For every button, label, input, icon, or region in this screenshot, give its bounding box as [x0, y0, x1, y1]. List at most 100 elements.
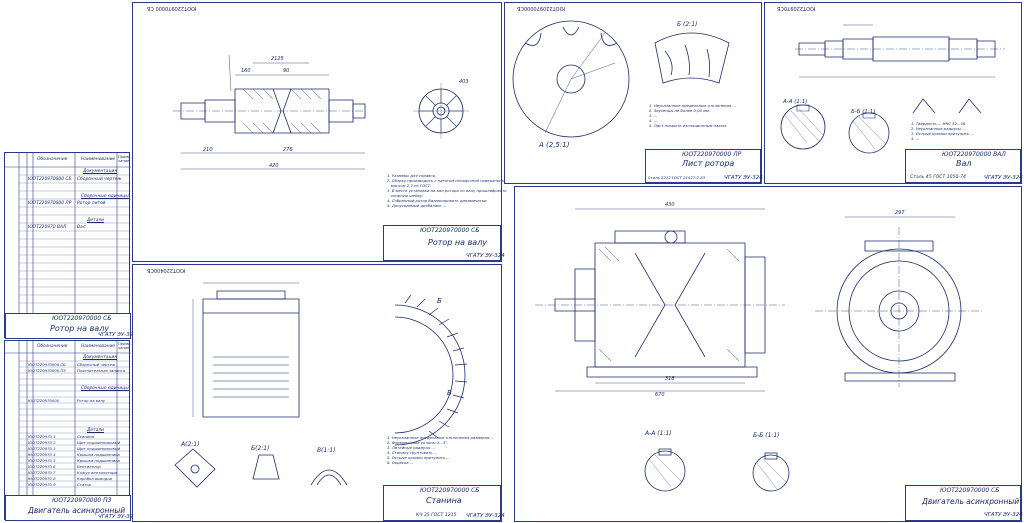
title-block-code: ЮОТ220970000 СБ	[420, 227, 480, 234]
spec-sheet-bottom: Обозначение Наименование Приме-чание Док…	[4, 340, 137, 521]
spec-row-name: Сборочный чертеж	[77, 177, 122, 182]
spec-row: ЮОТ220970000 ЛР	[28, 201, 72, 206]
spec-title-block: ЮОТ220970000 СБ Ротор на валу ЧГАТУ ЭУ-3…	[5, 313, 137, 339]
title-block: ЮОТ220970000 СБ Ротор на валу ЧГАТУ ЭУ-3…	[383, 225, 505, 261]
spec-sheet-top: Обозначение Наименование Приме-чание Док…	[4, 152, 137, 339]
shaft-drawing	[765, 3, 1023, 185]
spec-header-note: Приме-чание	[118, 342, 132, 350]
spec-row: ЮОТ220970 ВАЛ	[28, 225, 67, 230]
spec-row-name: Вентилятор	[77, 464, 101, 469]
title-block: ЮОТ220970000 СБ Двигатель асинхронный ЧГ…	[905, 485, 1023, 521]
dim-label: 2125	[271, 56, 284, 62]
title-block: ЮОТ220970000 ЛР Лист ротора Сталь 2212 Г…	[645, 149, 763, 183]
sheet-shaft: ЮОТ220970СБ A-A (1:1) Б-Б (1:1)	[764, 2, 1023, 185]
spec-row-name: Вал	[77, 225, 86, 230]
title-block-group: ЧГАТУ ЭУ-324	[984, 175, 1023, 181]
section-label: Б (2:1)	[677, 21, 698, 28]
dim-label: 670	[655, 392, 665, 398]
sheet-rotor-lamination: ЮОТ220970000СБ Б (2:1) A (2,5:1) 1. Неук…	[504, 2, 763, 185]
view-letter: В	[447, 389, 452, 397]
section-label: Б-Б (1:1)	[851, 109, 876, 115]
title-block-group: ЧГАТУ ЭУ-324	[984, 512, 1023, 518]
dim-label: 90	[283, 68, 290, 74]
title-block-title: Лист ротора	[682, 159, 735, 168]
spec-section-docs: Документация	[83, 355, 117, 360]
spec-row-name: Сборочный чертеж	[77, 362, 116, 367]
title-block: ЮОТ220970000 СБ Станина КЧ 35 ГОСТ 1215 …	[383, 485, 505, 521]
title-block: ЮОТ220970000 ВАЛ Вал Сталь 45 ГОСТ 1050-…	[905, 149, 1023, 183]
spec-row: ЮОТ220970 4	[28, 452, 56, 457]
sheet-rotor-assembly: ЮОТ220970000 СБ	[132, 2, 524, 263]
spec-section-parts: Детали	[87, 428, 105, 433]
spec-header-name: Наименование	[81, 344, 116, 349]
spec-row: ЮОТ220970 7	[28, 470, 56, 475]
spec-row-name: Щит подшипниковый	[77, 446, 121, 451]
spec-row: ЮОТ220970 6	[28, 464, 56, 469]
spec-row-name: Пояснительная записка	[77, 368, 126, 373]
spec-row: ЮОТ220970 2	[28, 440, 56, 445]
sheet-stator: ЮОТ220400СБ	[132, 264, 505, 523]
spec-section-assemblies: Сборочные единицы	[81, 194, 129, 199]
technical-notes: 1. Твердость ... HRC 32...36. 2. Неуказа…	[911, 121, 974, 141]
dim-label: 430	[665, 202, 675, 208]
spec-table-grid	[5, 153, 131, 339]
section-label: Б-Б (1:1)	[753, 432, 780, 439]
spec-row-name: Станина	[77, 434, 94, 439]
title-block-code: ЮОТ220970000 ВАЛ	[942, 151, 1006, 158]
title-block-title: Ротор на валу	[50, 324, 110, 333]
title-block-code: ЮОТ220970000 СБ	[420, 487, 480, 494]
spec-row: ЮОТ220970 9	[28, 482, 56, 487]
section-label: A-A (1:1)	[645, 430, 672, 437]
spec-section-parts: Детали	[87, 218, 105, 223]
dim-label: 160	[241, 68, 251, 74]
section-label: В(1:1)	[317, 447, 336, 454]
spec-section-docs: Документация	[83, 169, 117, 174]
spec-row-name: Кожух вентилятора	[77, 470, 117, 475]
spec-row-name: Ротор литой	[77, 201, 106, 206]
spec-title-block: ЮОТ220970000 ПЗ Двигатель асинхронный ЧГ…	[5, 495, 137, 521]
spec-row: ЮОТ220970 3	[28, 446, 56, 451]
technical-notes: 1. Неуказанные предельные отклонения раз…	[387, 435, 495, 465]
spec-header-designation: Обозначение	[37, 157, 68, 162]
spec-row-name: Крышка подшипника	[77, 452, 120, 457]
dim-label: 297	[895, 210, 905, 216]
spec-row: ЮОТ220970000	[28, 398, 60, 403]
title-block-title: Ротор на валу	[428, 238, 488, 247]
spec-row-name: Крышка подшипника	[77, 458, 120, 463]
spec-header-name: Наименование	[81, 157, 116, 162]
spec-row: ЮОТ220970 8	[28, 476, 56, 481]
section-label: A-A (1:1)	[783, 99, 808, 105]
title-block-material: Сталь 45 ГОСТ 1050-74	[910, 175, 966, 180]
spec-row: ЮОТ220970 5	[28, 458, 56, 463]
spec-row: ЮОТ220970000 СБ	[28, 177, 72, 182]
title-block-title: Станина	[426, 496, 462, 505]
title-block-code: ЮОТ220970000 ПЗ	[52, 497, 112, 504]
title-block-group: ЧГАТУ ЭУ-324	[98, 332, 137, 338]
spec-row: ЮОТ220970000 СБ	[28, 362, 66, 367]
title-block-code: ЮОТ220970000 ЛР	[682, 151, 742, 158]
lamination-drawing	[505, 3, 763, 185]
rotor-drawing	[133, 3, 503, 263]
dim-label: 318	[665, 376, 675, 382]
title-block-title: Двигатель асинхронный	[28, 506, 126, 515]
title-block-code: ЮОТ220970000 СБ	[52, 315, 112, 322]
title-block-code: ЮОТ220970000 СБ	[940, 487, 1000, 494]
title-block-material: КЧ 35 ГОСТ 1215	[416, 513, 457, 518]
spec-row: ЮОТ220970 1	[28, 434, 56, 439]
spec-row-name: Щит подшипниковый	[77, 440, 121, 445]
title-block-group: ЧГАТУ ЭУ-324	[98, 514, 137, 520]
dim-label: 210	[203, 147, 213, 153]
spec-row-name: Ротор на валу	[77, 398, 106, 403]
section-label: A(2:1)	[181, 441, 200, 448]
spec-row: ЮОТ220970000 ПЗ	[28, 368, 66, 373]
title-block-group: ЧГАТУ ЭУ-324	[466, 253, 505, 259]
dim-label: 276	[283, 147, 293, 153]
dim-label: 403	[459, 79, 469, 85]
dim-label: 420	[269, 163, 279, 169]
title-block-group: ЧГАТУ ЭУ-324	[466, 513, 505, 519]
spec-header-designation: Обозначение	[37, 344, 68, 349]
stator-drawing	[133, 265, 503, 523]
spec-table-grid	[5, 341, 131, 521]
title-block-title: Двигатель асинхронный	[922, 497, 1020, 506]
technical-notes: 1. Неуказанные предельные отклонения ...…	[649, 103, 737, 128]
